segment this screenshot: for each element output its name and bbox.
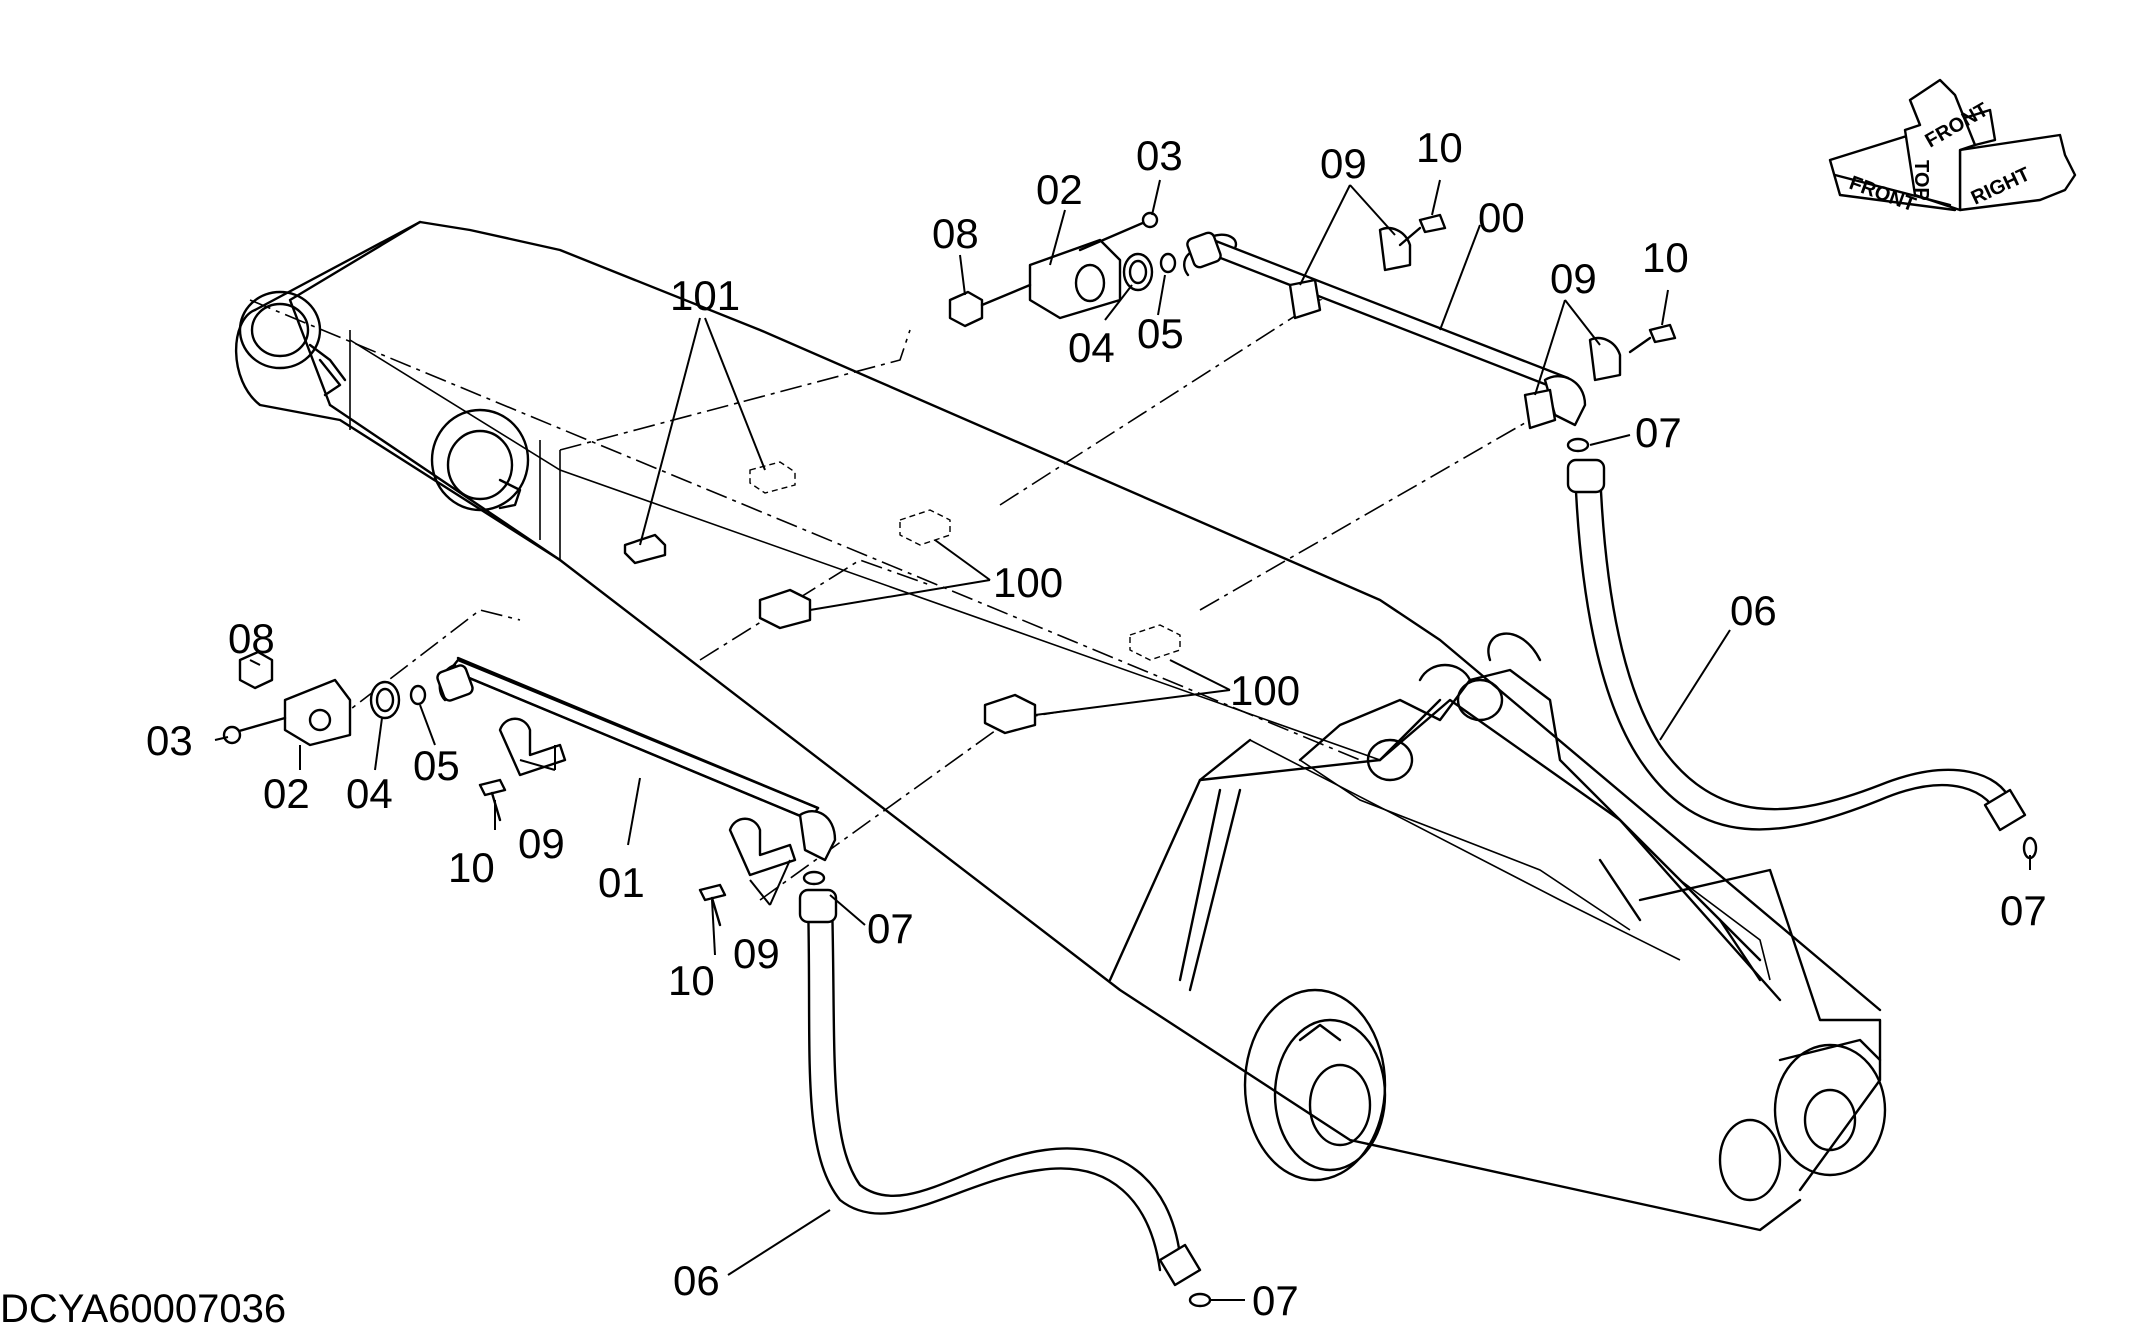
assembly-lines	[249, 299, 1531, 901]
callout-02-right: 02	[1036, 166, 1083, 213]
pipe-assembly-right	[948, 211, 1677, 430]
callout-02-left: 02	[263, 770, 310, 817]
callout-100-upper: 100	[993, 559, 1063, 606]
hose-left	[798, 870, 1212, 1308]
callout-08-right: 08	[932, 210, 979, 257]
bolt-right-a	[1398, 213, 1447, 247]
hose-right	[1566, 437, 2038, 860]
callout-07-upper-right: 07	[1635, 409, 1682, 456]
bolt-left-b	[698, 883, 727, 927]
callout-100-lower: 100	[1230, 667, 1300, 714]
callout-03-right: 03	[1136, 132, 1183, 179]
boom-body	[234, 220, 1887, 1232]
pipe-assembly-left	[222, 650, 837, 927]
callout-07-lower-right: 07	[2000, 887, 2047, 934]
callout-04-left: 04	[346, 770, 393, 817]
callout-10-left-a: 10	[448, 844, 495, 891]
callout-09-top-a: 09	[1320, 140, 1367, 187]
callout-08-left: 08	[228, 615, 275, 662]
callout-10-top-a: 10	[1416, 124, 1463, 171]
callout-09-left-a: 09	[518, 820, 565, 867]
callout-06-left: 06	[673, 1257, 720, 1304]
callout-10-top-b: 10	[1642, 234, 1689, 281]
callout-101: 101	[670, 272, 740, 319]
bolt-left-a	[478, 778, 507, 822]
callouts: 00 01 02 02 03 03 04 04 05 05 06 06 07 0…	[146, 124, 2047, 1324]
callout-05-right: 05	[1137, 310, 1184, 357]
bolt-right-b	[1628, 323, 1677, 354]
callout-03-left: 03	[146, 717, 193, 764]
callout-00: 00	[1478, 194, 1525, 241]
holders	[623, 461, 1181, 735]
leader-lines	[214, 179, 2031, 1301]
callout-09-top-b: 09	[1550, 255, 1597, 302]
callout-09-left-b: 09	[733, 930, 780, 977]
direction-indicator: FRONT TOP RIGHT FRONT	[1828, 78, 2077, 216]
callout-04-right: 04	[1068, 324, 1115, 371]
drawing-code: DCYA60007036	[0, 1287, 286, 1331]
callout-06-right: 06	[1730, 587, 1777, 634]
callout-10-left-b: 10	[668, 957, 715, 1004]
top-label: TOP	[1910, 160, 1932, 201]
callout-01: 01	[598, 859, 645, 906]
callout-05-left: 05	[413, 742, 460, 789]
callout-07-bottom: 07	[1252, 1277, 1299, 1324]
callout-07-left: 07	[867, 905, 914, 952]
